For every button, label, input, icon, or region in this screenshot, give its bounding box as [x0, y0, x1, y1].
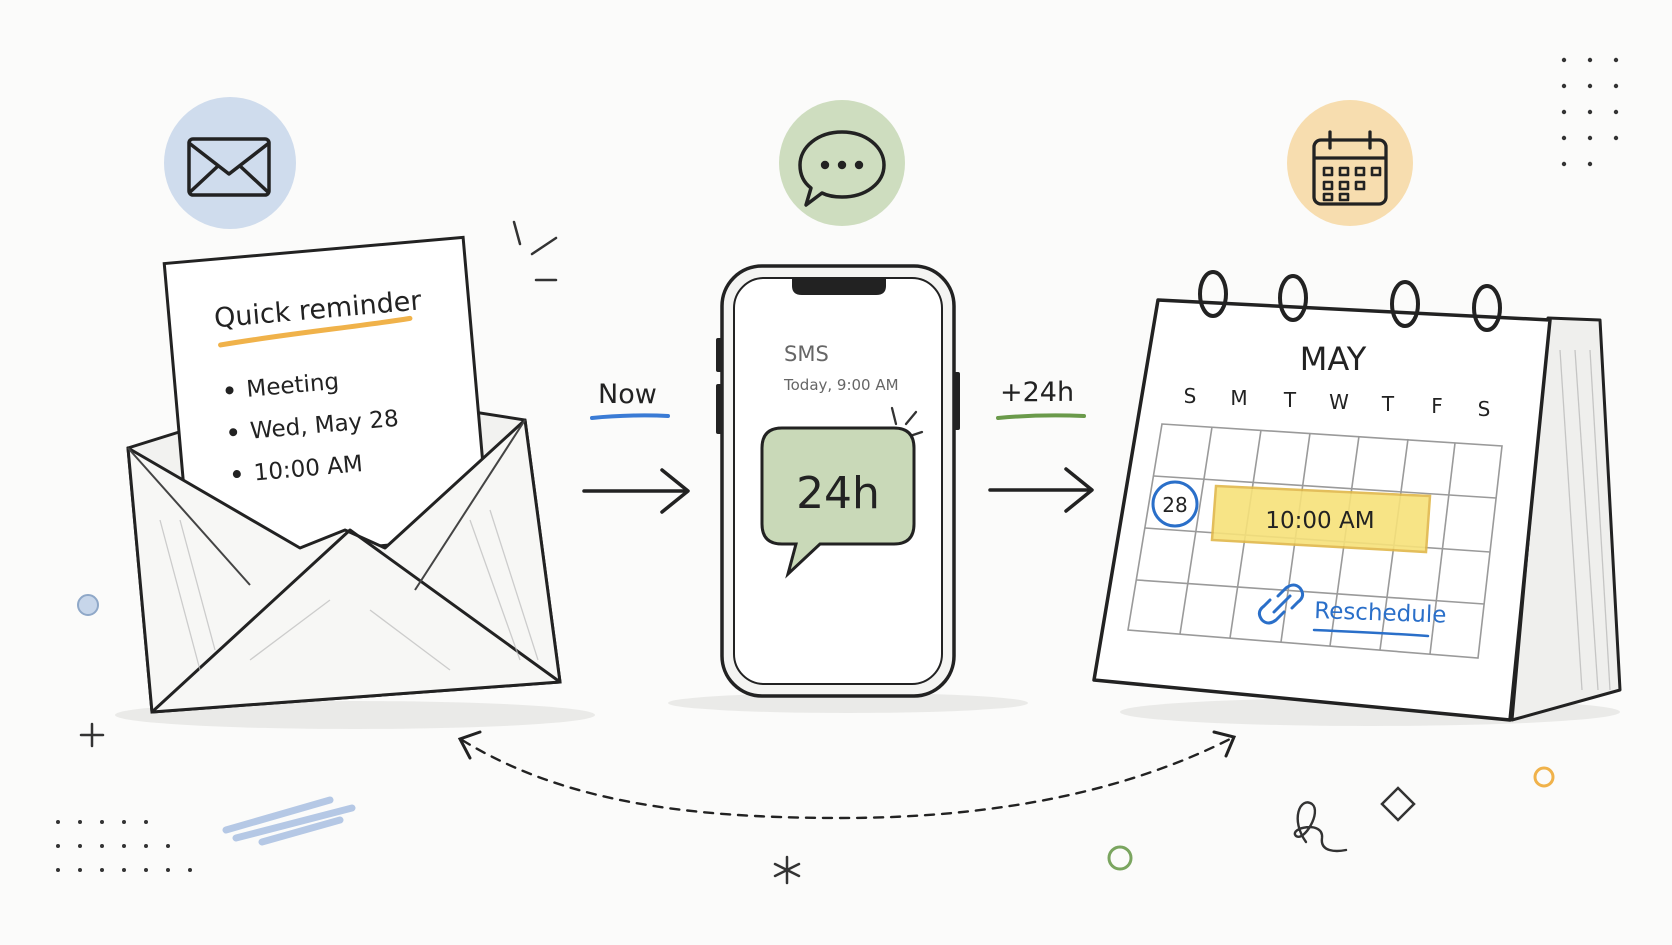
dot-grid-top-right [1561, 57, 1619, 167]
envelope-icon-badge [164, 97, 296, 229]
deco-circle-orange [1533, 766, 1555, 788]
attention-ticks [512, 220, 558, 282]
email-illustration: Quick reminder Meeting Wed, May 28 10:00… [115, 220, 595, 729]
weekday-wed: W [1329, 390, 1349, 414]
sms-channel-label: SMS [784, 342, 829, 366]
calendar-month: MAY [1300, 340, 1367, 378]
chat-bubble-icon-badge [779, 100, 905, 226]
calendar-illustration: MAY S M T W T F S 28 [1092, 270, 1622, 726]
reschedule-label: Reschedule [1314, 598, 1447, 629]
link-icon [1257, 583, 1305, 625]
weekday-tue: T [1283, 388, 1297, 412]
event-block[interactable]: 10:00 AM [1210, 484, 1432, 554]
binder-rings [1198, 270, 1502, 332]
sms-timestamp: Today, 9:00 AM [783, 376, 899, 394]
reschedule-link[interactable]: Reschedule [1257, 583, 1447, 638]
phone-illustration: SMS Today, 9:00 AM 24h [668, 264, 1028, 713]
sms-bubble [760, 426, 916, 579]
weekday-thu: T [1381, 392, 1395, 416]
chat-bubble-icon [798, 130, 886, 207]
event-time: 10:00 AM [1265, 508, 1374, 534]
reminder-note: Quick reminder Meeting Wed, May 28 10:00… [162, 235, 491, 565]
calendar-icon-badge [1287, 100, 1413, 226]
plus-mark [79, 722, 105, 748]
deco-circle-green [1107, 845, 1133, 871]
calendar-icon [1312, 130, 1388, 206]
highlighted-date-number: 28 [1162, 493, 1187, 517]
arrow-label-plus24h: +24h [1000, 377, 1074, 408]
arrow-plus24h: +24h [988, 377, 1094, 513]
arrow-now: Now [582, 379, 690, 514]
blue-scribble [222, 796, 356, 846]
weekday-row: S M T W T F S [1184, 384, 1491, 421]
squiggle-mark [1293, 801, 1348, 853]
weekday-sun: S [1184, 384, 1197, 408]
envelope-hatching [159, 509, 539, 671]
sms-bubble-text: 24h [796, 468, 880, 519]
return-loop-arrow [457, 730, 1237, 820]
deco-circle-blue [77, 594, 99, 616]
highlighted-date: 28 [1151, 480, 1199, 528]
asterisk-mark [773, 855, 801, 885]
weekday-mon: M [1230, 386, 1247, 410]
weekday-fri: F [1431, 394, 1443, 418]
decorations [56, 57, 1619, 872]
diamond-mark [1380, 786, 1416, 822]
envelope-icon [187, 137, 271, 197]
dot-grid-bottom-left [56, 820, 192, 872]
arrow-label-now: Now [598, 379, 657, 410]
weekday-sat: S [1478, 397, 1491, 421]
